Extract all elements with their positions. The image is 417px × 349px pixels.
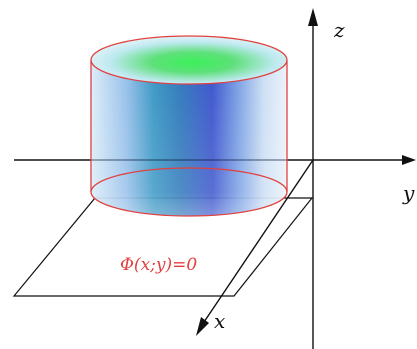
y-axis-arrow [402,155,416,165]
cylinder-top [90,35,288,85]
cylinder-bottom-rim [90,167,288,217]
x-axis-arrow [196,317,209,336]
curve-label: Φ(x;y)=0 [120,255,197,275]
z-axis-arrow [308,8,318,26]
y-axis-label: y [402,181,415,205]
cylinder-body-shade [91,60,287,216]
x-axis-line [201,159,314,326]
z-axis-label: z [333,18,345,42]
x-axis-label: x [214,309,225,333]
